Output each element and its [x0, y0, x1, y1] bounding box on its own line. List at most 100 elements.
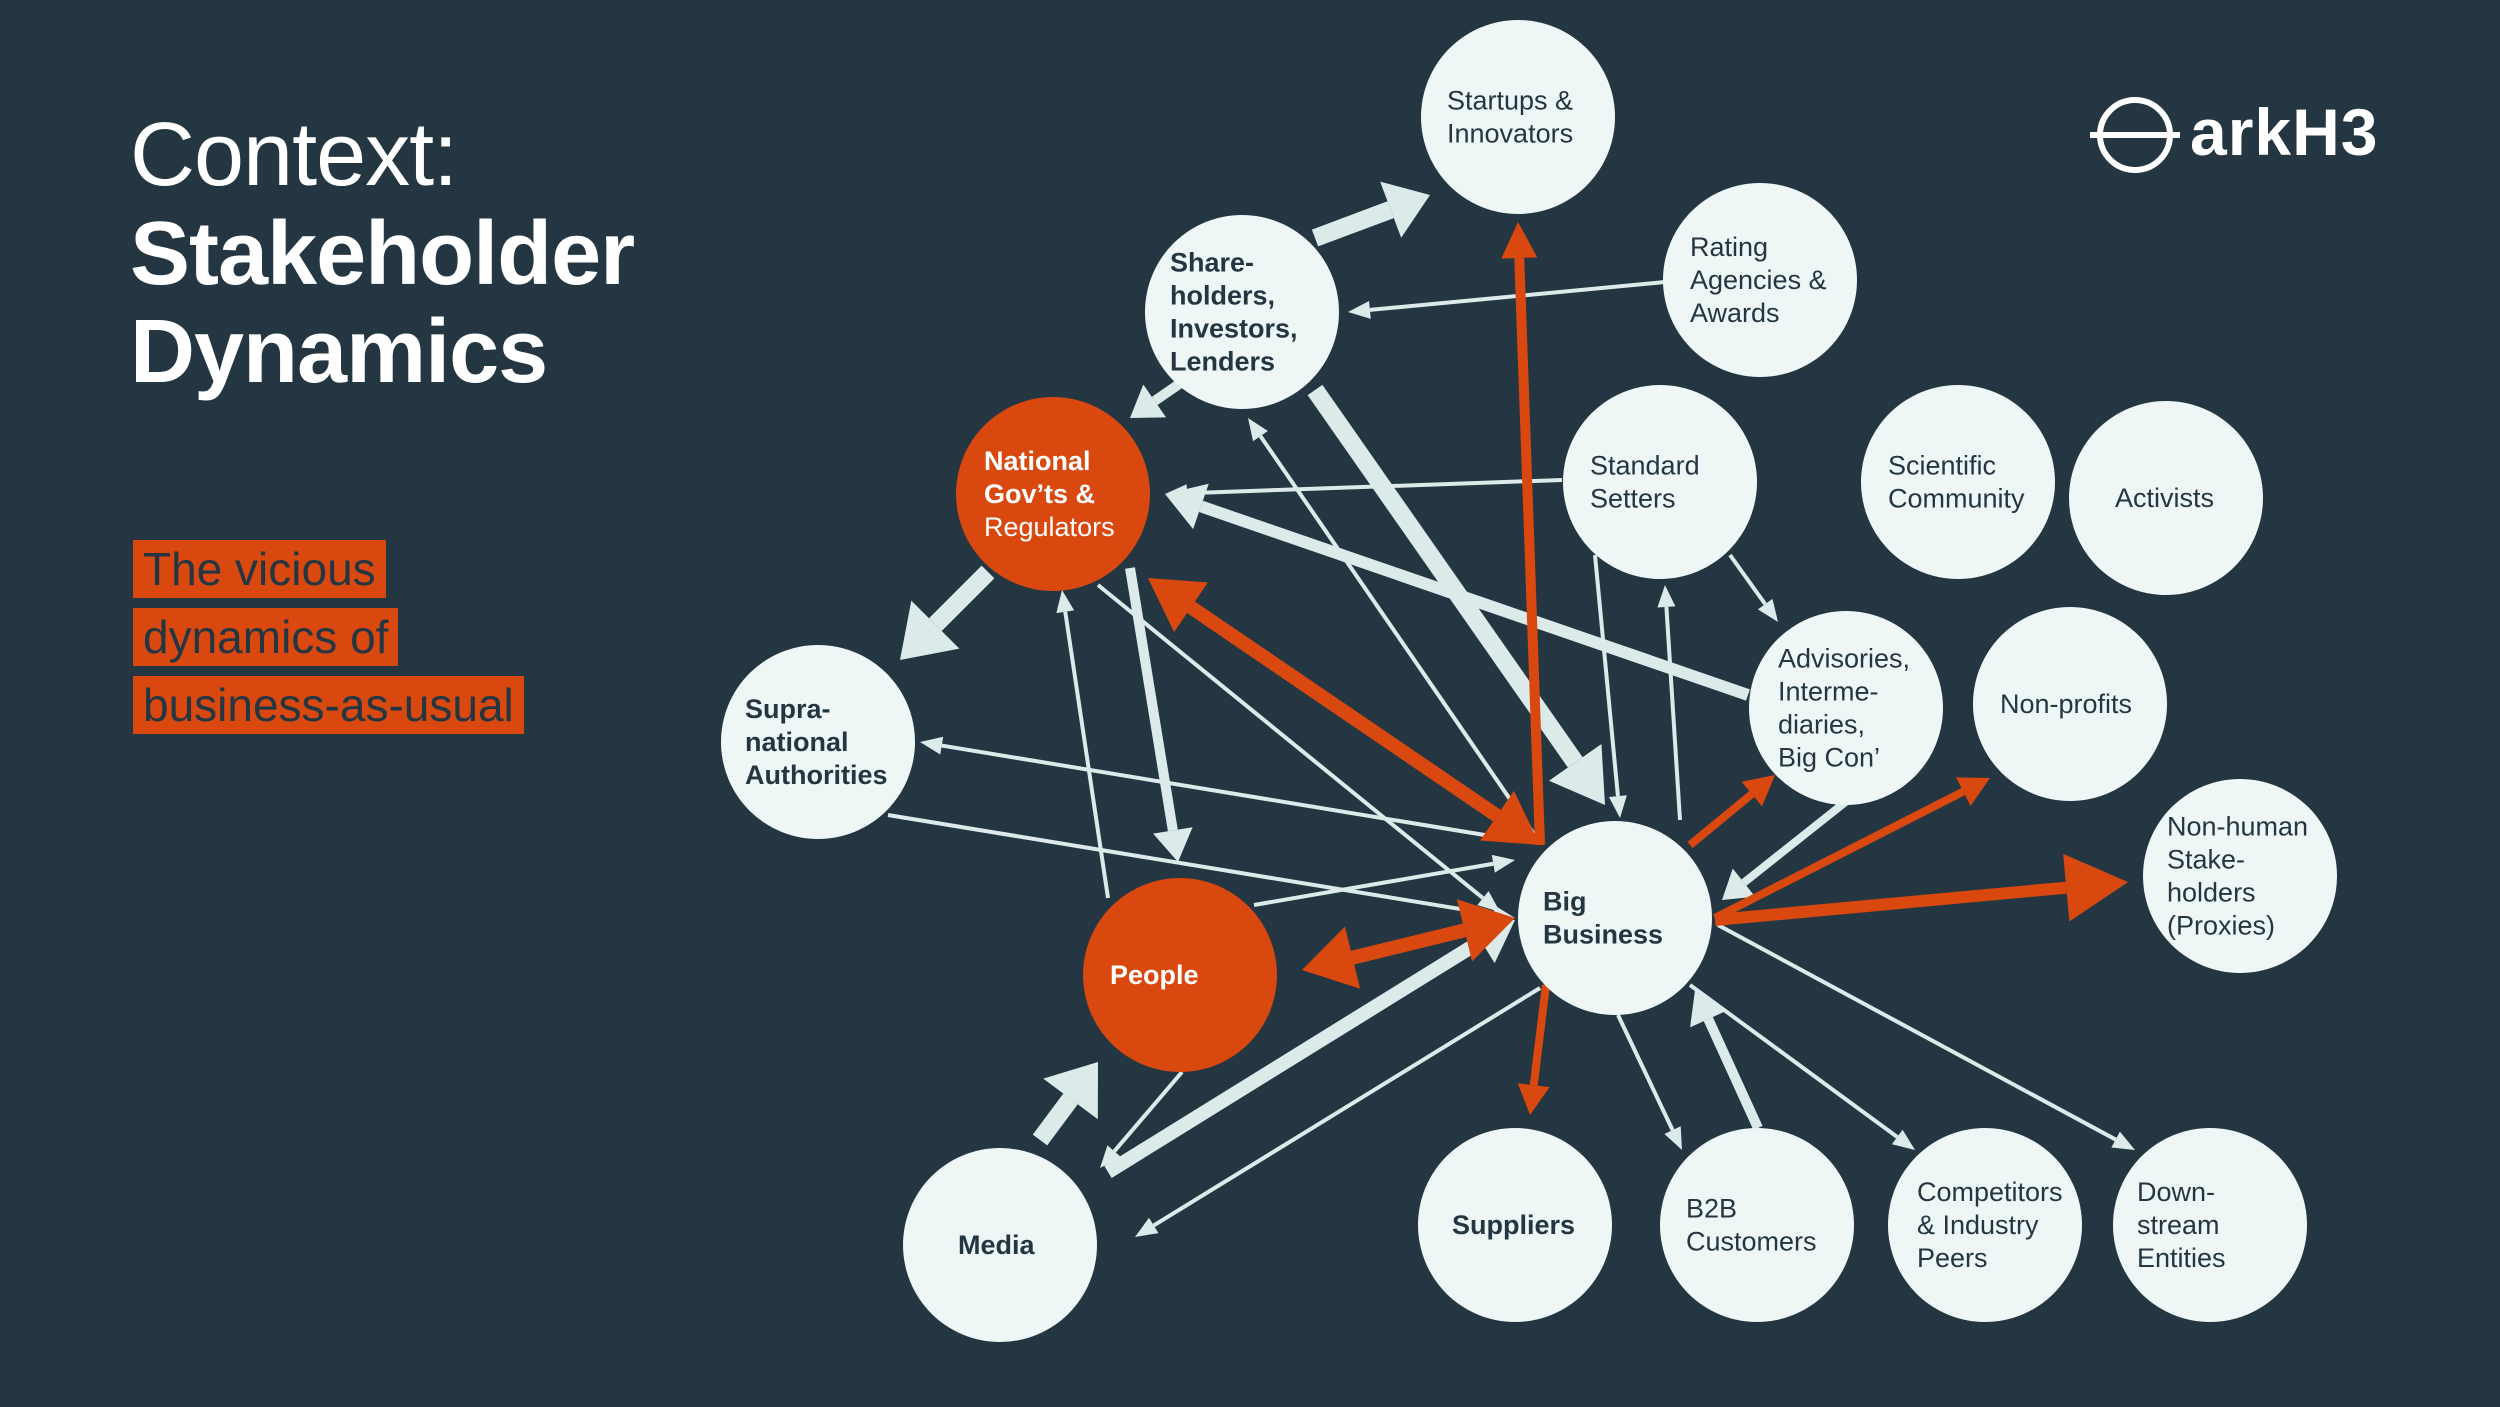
node-label-line: Non-profits [2000, 689, 2132, 719]
node-label-line: (Proxies) [2167, 911, 2275, 941]
node-label-line: Customers [1686, 1227, 1817, 1257]
arrow-bigbusiness-to-nonhuman [1714, 853, 2128, 926]
arrow-bigbusiness-to-media [1135, 986, 1542, 1237]
arrow-bigbusiness-people [1302, 899, 1515, 989]
title-dynamics: Dynamics [130, 302, 548, 402]
node-label-line: Awards [1690, 298, 1780, 328]
node-circle [2069, 401, 2263, 595]
slide-title: Context: Stakeholder Dynamics [130, 105, 635, 402]
arrow-rating-to-shareholders [1348, 280, 1666, 319]
node-label-line: Non-human [2167, 812, 2308, 842]
title-stakeholder: Stakeholder [130, 204, 635, 304]
node-circle [903, 1148, 1097, 1342]
node-label-line: diaries, [1778, 710, 1865, 740]
subtitle-line-2: dynamics of [133, 608, 399, 666]
node-label-line: Competitors [1917, 1177, 2063, 1207]
node-label-line: & Industry [1917, 1210, 2039, 1240]
arrow-bigbusiness-to-standard [1657, 585, 1682, 821]
node-circle [956, 397, 1150, 591]
node-label-line: Activists [2115, 483, 2214, 513]
node-circle [1563, 385, 1757, 579]
node-circle [2113, 1128, 2307, 1322]
node-advisories: Advisories,Interme-diaries,Big Con’ [1749, 611, 1943, 805]
node-label-line: Entities [2137, 1243, 2226, 1273]
node-label-line: Big Con’ [1778, 743, 1880, 773]
node-label-line: Investors, [1170, 314, 1298, 344]
node-activists: Activists [2069, 401, 2263, 595]
node-label-line: holders [2167, 878, 2256, 908]
node-shareholders: Share-holders,Investors,Lenders [1145, 215, 1339, 409]
arrow-bigbusiness-to-b2b [1616, 1014, 1682, 1150]
node-label-line: Startups & [1447, 86, 1573, 116]
node-label-line: Suppliers [1452, 1210, 1575, 1240]
node-circle [1083, 878, 1277, 1072]
node-label-line: Supra- [745, 694, 831, 724]
arrow-shareholders-to-startups [1311, 181, 1430, 247]
node-label-line: B2B [1686, 1194, 1737, 1224]
node-label-line: Standard [1590, 451, 1700, 481]
arrow-standard-to-bigbusiness [1593, 554, 1627, 818]
node-circle [1888, 1128, 2082, 1322]
node-label-line: Innovators [1447, 119, 1573, 149]
arrow-bigbusiness-to-advisories [1687, 775, 1775, 849]
node-circle [1145, 215, 1339, 409]
node-label-line: Rating [1690, 232, 1768, 262]
node-circle [1861, 385, 2055, 579]
subtitle-highlight: The vicious dynamics of business-as-usua… [133, 540, 524, 744]
logo-text: arkH3 [2190, 95, 2379, 169]
arrow-national-to-people [1125, 567, 1193, 862]
node-label-line: Share- [1170, 248, 1254, 278]
node-circle [1660, 1128, 1854, 1322]
node-circle [1518, 821, 1712, 1015]
node-label-line: holders, [1170, 281, 1275, 311]
arrow-people-to-media [1100, 1070, 1184, 1168]
arrow-bigbusiness-to-startups [1501, 222, 1545, 846]
node-label-line: Lenders [1170, 347, 1275, 377]
arrow-bigbusiness-to-downstream [1717, 923, 2135, 1150]
subtitle-line-3: business-as-usual [133, 676, 524, 734]
arrow-national-to-supra [900, 565, 995, 660]
node-label-line: Down- [2137, 1177, 2215, 1207]
title-context: Context: [130, 105, 458, 205]
node-label-line: Authorities [745, 760, 888, 790]
node-label-line: Stake- [2167, 845, 2245, 875]
circle-line-logo-icon [2090, 97, 2180, 173]
arrow-bigbusiness-to-supra [920, 736, 1516, 842]
node-label-line: Regulators [984, 512, 1115, 542]
node-label-line: Media [958, 1230, 1036, 1260]
node-label-line: National [984, 446, 1091, 476]
node-startups: Startups &Innovators [1421, 20, 1615, 214]
node-circle [1663, 183, 1857, 377]
subtitle-line-1: The vicious [133, 540, 386, 598]
node-label-line: Big [1543, 887, 1587, 917]
node-circle [721, 645, 915, 839]
node-label-line: Interme- [1778, 677, 1879, 707]
node-label-line: Setters [1590, 484, 1676, 514]
arrow-media-to-people [1032, 1062, 1098, 1146]
node-label-line: Peers [1917, 1243, 1988, 1273]
node-suppliers: Suppliers [1418, 1128, 1612, 1322]
arrow-bigbusiness-to-shareholders [1248, 418, 1540, 842]
nodes-layer: Startups &InnovatorsShare-holders,Invest… [721, 20, 2337, 1342]
node-circle [1749, 611, 1943, 805]
node-circle [1973, 607, 2167, 801]
arrow-people-to-bigbusiness [1253, 854, 1515, 907]
arrow-bigbusiness-national [1148, 578, 1540, 845]
arrow-advisories-to-national [1165, 483, 1750, 701]
node-label-line: Agencies & [1690, 265, 1827, 295]
node-label-line: People [1110, 960, 1199, 990]
node-label-line: Scientific [1888, 451, 1996, 481]
node-label-line: stream [2137, 1210, 2220, 1240]
node-circle [1418, 1128, 1612, 1322]
arkh3-logo: arkH3 [2090, 95, 2410, 175]
arrow-standard-to-advisories [1728, 553, 1778, 622]
